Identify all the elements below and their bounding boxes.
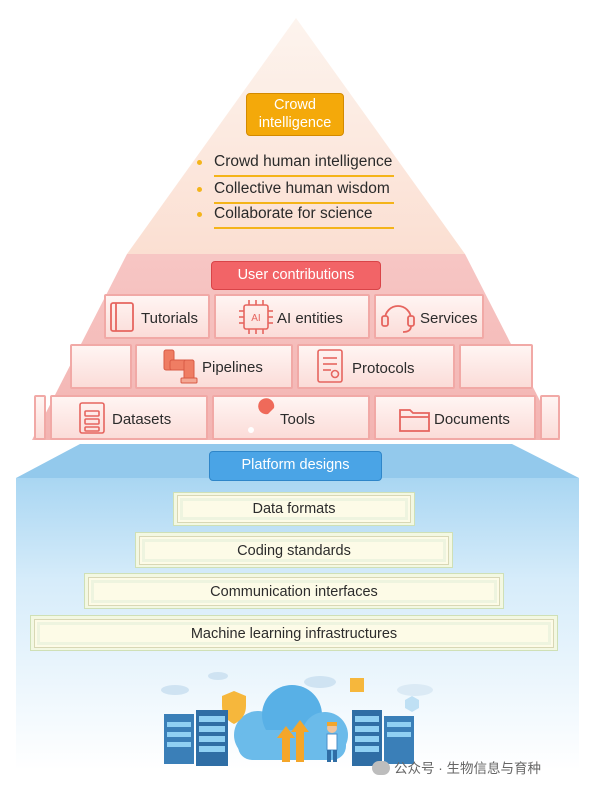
brick-ai-entities <box>214 294 370 339</box>
bullet-underline <box>214 227 394 229</box>
layer-communication-interfaces: Communication interfaces <box>88 577 500 606</box>
ai-entities-label: AI entities <box>277 310 343 327</box>
tutorials-label: Tutorials <box>141 310 198 327</box>
protocols-label: Protocols <box>352 360 415 377</box>
brick-filler <box>70 344 132 389</box>
brick-filler <box>34 395 46 440</box>
watermark: 公众号 · 生物信息与育种 <box>372 757 541 777</box>
watermark-text: 公众号 · 生物信息与育种 <box>394 761 541 776</box>
platform-designs-badge: Platform designs <box>209 451 382 481</box>
brick-filler <box>540 395 560 440</box>
brick-filler <box>459 344 533 389</box>
layer-coding-standards: Coding standards <box>139 536 449 565</box>
bullet-dot-icon <box>197 212 202 217</box>
tools-label: Tools <box>280 411 316 428</box>
crowd-intelligence-badge: Crowd intelligence <box>246 93 344 136</box>
wechat-icon <box>372 761 390 775</box>
brick-pipelines <box>135 344 293 389</box>
crowd-bullet-text: Collaborate for science <box>214 205 373 222</box>
user-contributions-badge: User contributions <box>211 261 381 290</box>
bullet-underline <box>214 202 394 204</box>
layer-data-formats: Data formats <box>177 495 411 523</box>
brick-tools <box>212 395 370 440</box>
documents-label: Documents <box>434 411 510 428</box>
crowd-bullet-text: Collective human wisdom <box>214 180 390 197</box>
brick-datasets <box>50 395 208 440</box>
crowd-intelligence-tier <box>127 18 465 254</box>
layer-machine-learning-infrastructures: Machine learning infrastructures <box>34 619 554 648</box>
services-label: Services <box>420 310 478 327</box>
datasets-label: Datasets <box>112 411 172 428</box>
bullet-underline <box>214 175 394 177</box>
crowd-bullet-text: Crowd human intelligence <box>214 153 393 170</box>
bullet-dot-icon <box>197 160 202 165</box>
bullet-dot-icon <box>197 187 202 192</box>
pipelines-label: Pipelines <box>202 359 263 376</box>
